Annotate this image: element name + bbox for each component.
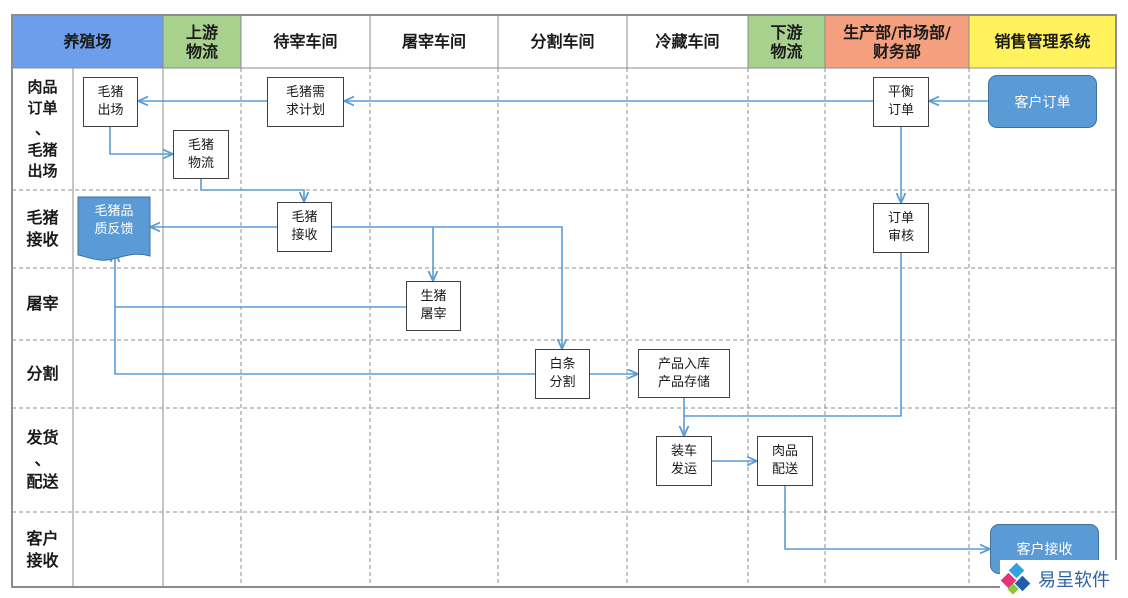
edge-logistics-to-pig-receive bbox=[200, 179, 304, 202]
lane-label-cutting: 分割 bbox=[26, 364, 59, 383]
column-header-departments: 生产部/市场部/ 财务部 bbox=[843, 22, 951, 61]
node-meat-delivery: 肉品 配送 bbox=[757, 436, 813, 486]
node-slaughter: 生猪 屠宰 bbox=[406, 281, 461, 331]
column-header-holding-workshop: 待宰车间 bbox=[273, 32, 338, 51]
column-header-slaughter-workshop: 屠宰车间 bbox=[401, 32, 466, 51]
lane-label-shipping: 发货 、 配送 bbox=[26, 428, 59, 491]
lane-label-slaughter: 屠宰 bbox=[26, 294, 59, 313]
logo-mark-icon bbox=[1000, 563, 1031, 595]
edge-order-review-to-load-ship bbox=[684, 253, 902, 417]
header-cell-upstream bbox=[163, 15, 241, 68]
lane-label-pig-receive: 毛猪 接收 bbox=[26, 208, 59, 249]
column-header-downstream-logistics: 下游 物流 bbox=[770, 22, 803, 61]
brand-logo: 易呈软件 bbox=[1000, 560, 1128, 598]
outer-frame bbox=[11, 14, 1117, 588]
header-cell-departments bbox=[825, 15, 969, 68]
edge-pig-out-to-logistics bbox=[109, 127, 173, 154]
lane-label-customer-receive: 客户 接收 bbox=[26, 528, 59, 570]
header-cell-sales bbox=[969, 15, 1116, 68]
node-carcass-cut: 白条 分割 bbox=[535, 349, 590, 399]
node-load-ship: 装车 发运 bbox=[656, 436, 712, 486]
node-pig-logistics: 毛猪 物流 bbox=[173, 130, 229, 179]
quality-feedback-shape bbox=[77, 196, 151, 261]
logo-text: 易呈软件 bbox=[1038, 570, 1110, 591]
header-cell-downstream bbox=[748, 15, 825, 68]
lane-label-order-pig-out: 肉品 订单 、 毛猪 出场 bbox=[27, 77, 58, 180]
node-pig-out: 毛猪 出场 bbox=[83, 77, 138, 127]
node-storage: 产品入库 产品存储 bbox=[638, 349, 730, 398]
edge-carcass-cut-to-quality-feedback bbox=[115, 252, 535, 375]
node-pig-demand-plan: 毛猪需 求计划 bbox=[267, 77, 344, 127]
column-header-cold-storage: 冷藏车间 bbox=[655, 32, 720, 51]
column-header-sales-system: 销售管理系统 bbox=[994, 32, 1091, 51]
column-header-cutting-workshop: 分割车间 bbox=[530, 32, 595, 51]
node-order-review: 订单 审核 bbox=[873, 203, 929, 253]
node-quality-feedback: 毛猪品 质反馈 bbox=[94, 204, 134, 237]
header-cell-farm bbox=[12, 15, 163, 68]
node-pig-receive: 毛猪 接收 bbox=[277, 202, 332, 252]
node-balance-order: 平衡 订单 bbox=[873, 77, 929, 127]
edge-meat-delivery-to-customer-receive bbox=[784, 486, 990, 549]
node-customer-order: 客户订单 bbox=[988, 75, 1097, 128]
edge-pig-receive-to-carcass-cut bbox=[332, 226, 562, 349]
column-header-upstream-logistics: 上游 物流 bbox=[185, 22, 218, 61]
column-header-farm: 养殖场 bbox=[63, 32, 112, 51]
